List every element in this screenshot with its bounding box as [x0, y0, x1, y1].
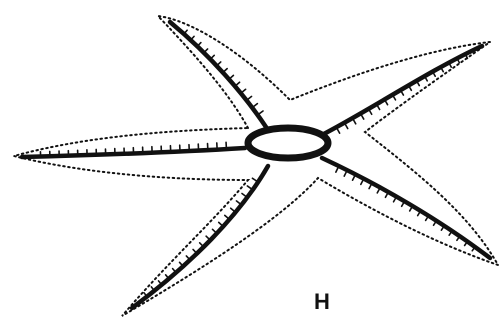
figure-label: H [314, 289, 330, 314]
starfish-outline [14, 16, 498, 316]
central-disc [248, 128, 328, 158]
